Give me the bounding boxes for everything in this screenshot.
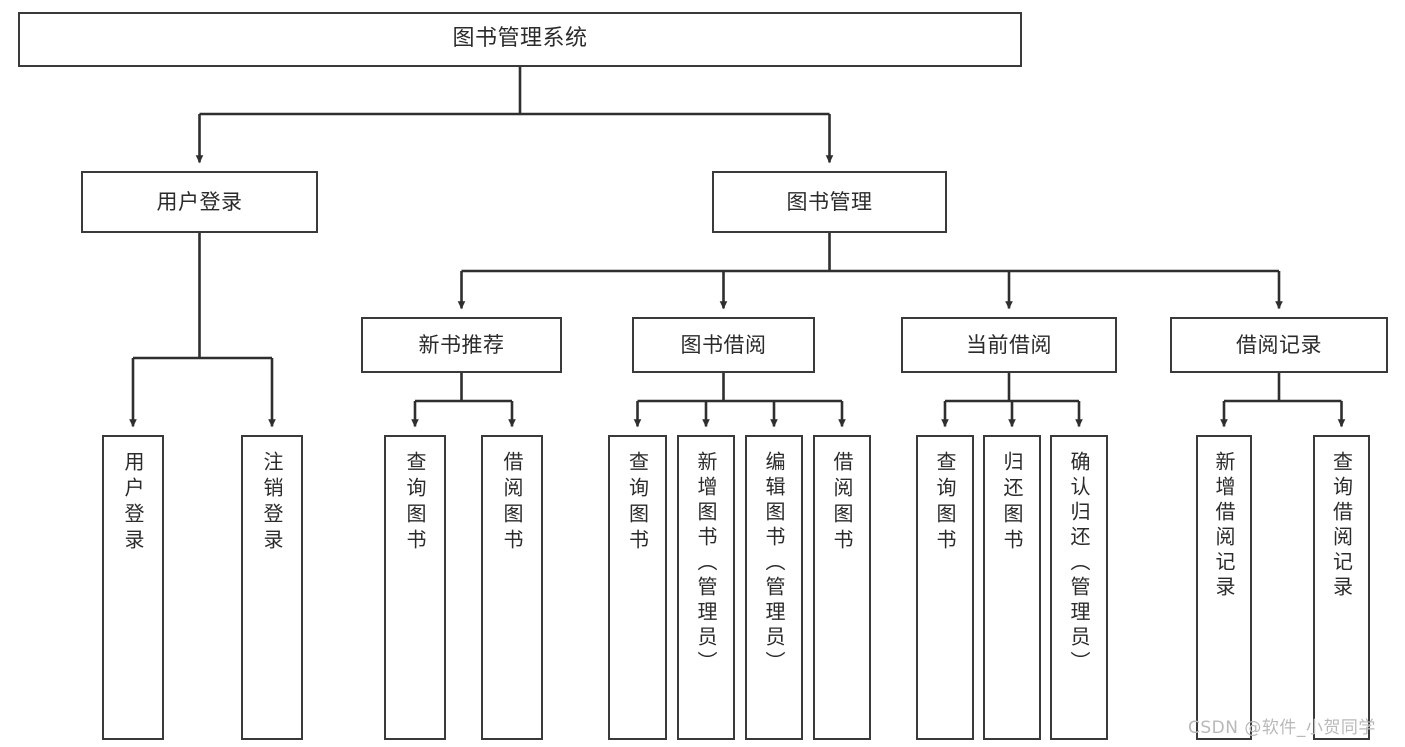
node-book-management-system[interactable]: 图书管理系统 [18, 12, 1022, 67]
node-label: 图书管理系统 [452, 26, 588, 52]
node-label: 当前借阅 [966, 332, 1052, 357]
node-label: 新书推荐 [418, 332, 505, 357]
node-leaf-query-book-recommend[interactable]: 查询图书 [384, 435, 446, 740]
node-user-login[interactable]: 用户登录 [81, 171, 318, 233]
node-leaf-confirm-return-admin[interactable]: 确认归还（管理员） [1050, 435, 1108, 740]
node-label: 查询借阅记录 [1329, 451, 1354, 601]
node-book-borrow[interactable]: 图书借阅 [632, 317, 815, 373]
node-label: 借阅记录 [1236, 332, 1322, 357]
node-label: 注销登录 [260, 451, 284, 555]
node-borrow-record[interactable]: 借阅记录 [1170, 317, 1388, 373]
node-label: 查询图书 [933, 451, 957, 555]
node-leaf-logout-login[interactable]: 注销登录 [241, 435, 303, 740]
node-label: 编辑图书（管理员） [762, 451, 786, 676]
node-label: 新增借阅记录 [1212, 451, 1236, 601]
node-leaf-borrow-book-recommend[interactable]: 借阅图书 [481, 435, 543, 740]
node-label: 图书借阅 [680, 332, 767, 357]
node-book-management[interactable]: 图书管理 [712, 171, 947, 233]
node-leaf-add-borrow-record[interactable]: 新增借阅记录 [1196, 435, 1252, 740]
node-label: 借阅图书 [500, 451, 524, 555]
node-leaf-query-book-borrow[interactable]: 查询图书 [608, 435, 667, 740]
node-label: 新增图书（管理员） [694, 451, 718, 676]
node-leaf-borrow-book[interactable]: 借阅图书 [813, 435, 871, 740]
node-leaf-query-book-current[interactable]: 查询图书 [916, 435, 974, 740]
node-label: 查询图书 [625, 451, 650, 555]
node-label: 图书管理 [786, 189, 873, 214]
node-label: 查询图书 [403, 451, 427, 555]
node-current-borrow[interactable]: 当前借阅 [901, 317, 1117, 373]
node-leaf-return-book[interactable]: 归还图书 [983, 435, 1041, 740]
node-label: 用户登录 [156, 189, 243, 214]
node-label: 借阅图书 [830, 451, 854, 555]
node-leaf-user-login[interactable]: 用户登录 [102, 435, 164, 740]
node-label: 确认归还（管理员） [1067, 451, 1091, 676]
node-label: 用户登录 [121, 451, 145, 555]
node-leaf-add-book-admin[interactable]: 新增图书（管理员） [677, 435, 735, 740]
csdn-watermark: CSDN @软件_小贺同学 [1188, 718, 1376, 738]
node-leaf-edit-book-admin[interactable]: 编辑图书（管理员） [745, 435, 803, 740]
node-new-book-recommend[interactable]: 新书推荐 [361, 317, 562, 373]
node-label: 归还图书 [1000, 451, 1024, 555]
node-leaf-query-borrow-record[interactable]: 查询借阅记录 [1313, 435, 1370, 740]
